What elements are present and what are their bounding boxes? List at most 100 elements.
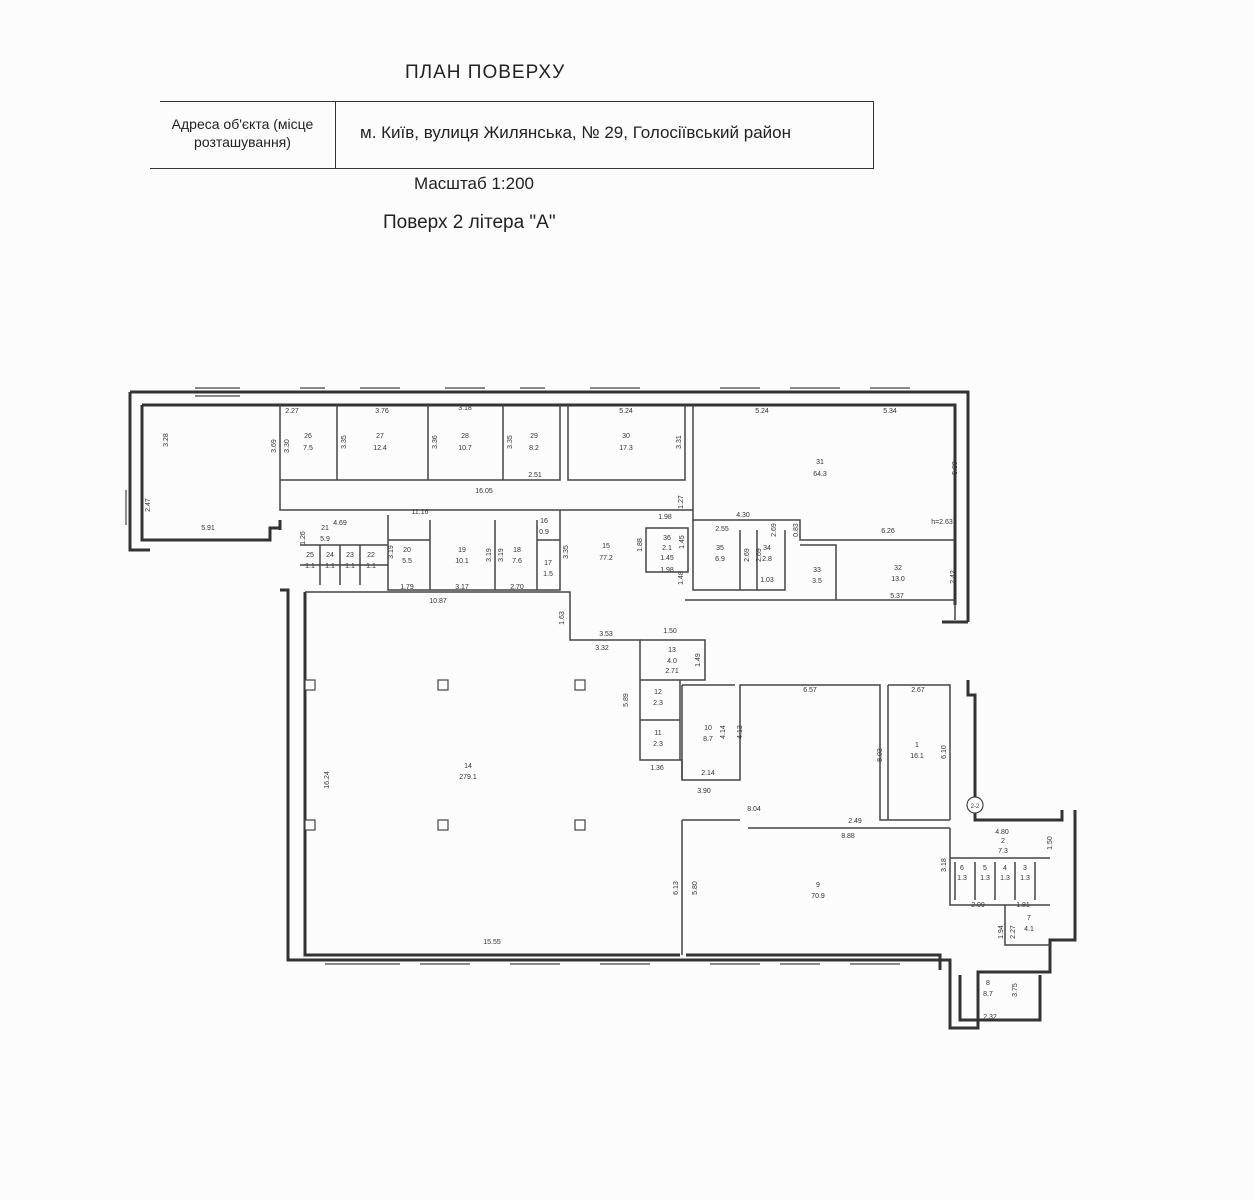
room-area: 1.3: [1000, 875, 1010, 882]
dimension-label: 2.47: [145, 498, 152, 512]
dimension-label: 15.55: [483, 939, 501, 946]
dimension-label: 2.69: [771, 523, 778, 537]
room-area: 70.9: [811, 893, 825, 900]
exterior-wall: [140, 405, 280, 542]
dimension-label: 3.18: [458, 405, 472, 412]
room-number: 15: [602, 543, 610, 550]
dimension-label: 3.69: [271, 439, 278, 453]
dimension-label: 4.80: [995, 829, 1009, 836]
dimension-label: 4.69: [333, 520, 347, 527]
dimension-label: 3.28: [163, 433, 170, 447]
room-number: 4: [1003, 865, 1007, 872]
dimension-label: 2.69: [756, 548, 763, 562]
room-number: 11: [654, 730, 661, 737]
room-number: 19: [458, 547, 466, 554]
dimension-label: 2.49: [848, 818, 862, 825]
dimension-label: 3.76: [375, 408, 389, 415]
room-number: 1: [915, 742, 919, 749]
room-number: 17: [544, 560, 552, 567]
room-number: 34: [763, 545, 771, 552]
room-number: 36: [663, 535, 671, 542]
room-number: 20: [403, 547, 411, 554]
dimension-label: 2.27: [1010, 925, 1017, 939]
room-area: 2.1: [662, 545, 672, 552]
dimension-label: 1.26: [300, 531, 307, 545]
room-area: 2.3: [653, 700, 663, 707]
dimension-label: 5.34: [883, 408, 897, 415]
dimension-label: 3.17: [455, 584, 469, 591]
dimension-label: 3.35: [563, 545, 570, 559]
room-number: 9: [816, 882, 820, 889]
dimension-label: 6.10: [941, 745, 948, 759]
scale-label: Масштаб 1:200: [414, 174, 534, 193]
dimension-label: 5.89: [623, 693, 630, 707]
dimension-label: h=2.63: [931, 519, 953, 526]
dimension-label: 2.14: [701, 770, 715, 777]
room-area: 8.2: [529, 445, 539, 452]
room-area: 1.1: [305, 563, 315, 570]
room-area: 1.3: [1020, 875, 1030, 882]
dimension-label: 1.50: [663, 628, 677, 635]
dimension-label: 3.19: [486, 548, 493, 562]
dimension-label: 5.80: [692, 881, 699, 895]
room-area: 1.3: [957, 875, 967, 882]
room-number: 24: [326, 552, 334, 559]
dimension-label: 3.75: [1012, 983, 1019, 997]
room-number: 8: [986, 980, 990, 987]
stair-label: 2-2: [971, 804, 980, 810]
room-area: 13.0: [891, 576, 905, 583]
dimension-label: 2.51: [528, 472, 542, 479]
dimension-label: 10.87: [429, 598, 447, 605]
room-number: 21: [321, 525, 329, 532]
dimension-label: 1.27: [678, 495, 685, 509]
room-number: 13: [668, 647, 676, 654]
dimension-label: 3.90: [697, 788, 711, 795]
room-area: 8.7: [983, 991, 993, 998]
dimension-label: 1.88: [637, 538, 644, 552]
dimension-label: 1.79: [400, 584, 414, 591]
room-area: 2.3: [653, 741, 663, 748]
address-table: Адреса об'єкта (місце розташування) м. К…: [150, 101, 874, 169]
dimension-label: 1.81: [1016, 902, 1030, 909]
room-area: 16.1: [910, 753, 924, 760]
dimension-label: 5.24: [619, 408, 633, 415]
dimension-label: 1.94: [998, 925, 1005, 939]
room-number: 12: [654, 689, 662, 696]
dimension-label: 2.32: [983, 1014, 997, 1021]
dimension-label: 1.63: [559, 611, 566, 625]
columns: [304, 679, 984, 831]
dimension-label: 3.35: [341, 435, 348, 449]
room-number: 7: [1027, 915, 1031, 922]
room-number: 10: [704, 725, 712, 732]
room-number: 14: [464, 763, 472, 770]
dimension-label: 3.32: [595, 645, 609, 652]
dimension-label: 3.18: [941, 858, 948, 872]
dimension-label: 5.91: [201, 525, 215, 532]
windows: [125, 387, 910, 965]
room-area: 279.1: [459, 774, 477, 781]
dimension-label: 3.31: [676, 435, 683, 449]
dimension-label: 3.36: [432, 435, 439, 449]
dimension-label: 4.14: [720, 725, 727, 739]
room-number: 27: [376, 433, 384, 440]
room-area: 64.3: [813, 471, 827, 478]
dimension-label: 8.04: [747, 806, 761, 813]
dimension-label: 1.36: [650, 765, 664, 772]
exterior-wall: [303, 592, 942, 970]
address-label: Адреса об'єкта (місце розташування): [171, 116, 314, 150]
room-area: 1.1: [325, 563, 335, 570]
dimension-label: 1.49: [695, 653, 702, 667]
room-area: 1.5: [543, 571, 553, 578]
room-number: 35: [716, 545, 724, 552]
table-rule-right: [873, 101, 874, 169]
dimension-label: 5.37: [890, 593, 904, 600]
room-number: 22: [367, 552, 375, 559]
room-number: 26: [304, 433, 312, 440]
room-area: 5.5: [402, 558, 412, 565]
room-area: 6.9: [715, 556, 725, 563]
room-area: 3.5: [812, 578, 822, 585]
dimension-label: 4.30: [736, 512, 750, 519]
wall: [681, 819, 1050, 955]
dimension-label: 0.83: [793, 523, 800, 537]
dimension-label: 16.05: [475, 488, 493, 495]
